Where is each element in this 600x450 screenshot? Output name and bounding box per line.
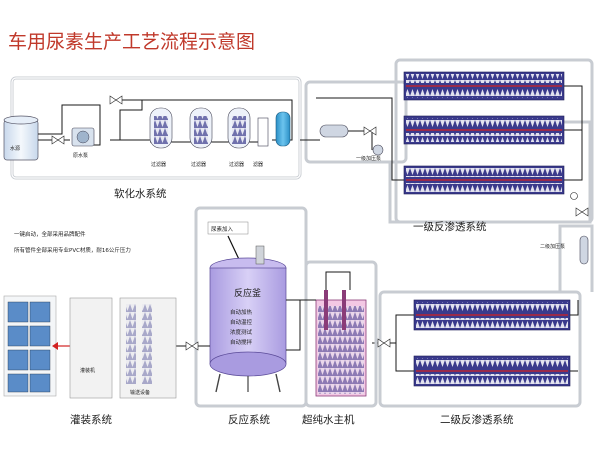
ro1-system-label: 一级反渗透系统 — [413, 220, 487, 233]
softening-system: 水源 原水泵 过滤器 过滤器 — [3, 76, 302, 200]
cartridge-filter: 滤器 — [253, 111, 291, 168]
reactor-vessel: 反应釜 自动加热 自动温控 浓度测试 自动搅拌 — [209, 245, 287, 393]
ro2-pump-label: 二级加压泵 — [540, 243, 565, 250]
ro1-system: 一级加压泵 — [300, 58, 594, 233]
ro2-system-label: 二级反渗透系统 — [440, 413, 514, 426]
product-bottles — [7, 301, 51, 393]
conveyor: 输送设备 — [119, 297, 177, 399]
reactor-item-4: 自动搅拌 — [230, 338, 253, 346]
conveyor-label: 输送设备 — [130, 389, 150, 396]
urea-inlet: 尿素加入 — [207, 221, 250, 284]
ultrapure-system: 超纯水主机 — [302, 260, 378, 426]
ultrapure-tank — [315, 290, 367, 397]
valve-icon — [51, 135, 65, 145]
reactor-item-3: 浓度测试 — [230, 328, 253, 336]
ro1-pump-label: 一级加压泵 — [356, 155, 381, 162]
ro1-outlet-valve — [570, 192, 589, 217]
filter-vessel-1: 过滤器 — [149, 107, 173, 168]
filter-3-label: 过滤器 — [229, 161, 244, 168]
reactor-item-1: 自动加热 — [230, 308, 253, 316]
valve-icon — [185, 341, 199, 351]
notes: 一键启动，全部采用品牌配件 所有管件全部采用专业PVC材质，耐16公斤压力 — [14, 230, 131, 254]
filter-vessel-2: 过滤器 — [189, 107, 213, 168]
softening-system-label: 软化水系统 — [114, 187, 167, 200]
ro1-module-3 — [403, 165, 565, 195]
valve-icon — [377, 338, 391, 348]
raw-water-pump-label: 原水泵 — [73, 152, 88, 159]
ro2-module-1 — [413, 299, 571, 331]
raw-water-tank: 水源 — [3, 115, 39, 161]
filling-machine-label: 灌装机 — [80, 367, 95, 374]
ro2-booster-pump: 二级加压泵 — [540, 235, 589, 265]
valve-icon — [363, 126, 377, 136]
page-title: 车用尿素生产工艺流程示意图 — [8, 31, 255, 53]
filling-system-label: 灌装系统 — [70, 413, 112, 426]
reaction-system: 尿素加入 反应釜 自动加热 自动温控 浓度测试 自动搅拌 反应系统 — [176, 206, 316, 426]
filter-2-label: 过滤器 — [191, 161, 206, 168]
filling-machine: 灌装机 — [69, 297, 113, 399]
urea-inlet-label: 尿素加入 — [211, 225, 234, 233]
filling-system: 灌装机 输送设备 灌装系统 — [3, 295, 177, 426]
ro2-system: 二级加压泵 二级反渗透系统 — [372, 224, 594, 426]
cartridge-filter-label: 滤器 — [253, 161, 263, 168]
raw-water-tank-label: 水源 — [10, 145, 20, 152]
ro2-module-2 — [413, 355, 571, 387]
reaction-system-label: 反应系统 — [228, 413, 270, 426]
ultrapure-system-label: 超纯水主机 — [302, 413, 355, 426]
filter-vessel-3: 过滤器 — [227, 107, 251, 168]
ro1-module-2 — [403, 115, 565, 145]
reactor-item-2: 自动温控 — [230, 318, 253, 326]
note-line-2: 所有管件全部采用专业PVC材质，耐16公斤压力 — [14, 246, 131, 254]
valve-icon — [109, 95, 123, 105]
filter-1-label: 过滤器 — [151, 161, 166, 168]
reactor-name: 反应釜 — [234, 287, 261, 299]
note-line-1: 一键启动，全部采用品牌配件 — [14, 230, 86, 238]
ro1-module-1 — [403, 71, 565, 101]
raw-water-pump: 原水泵 — [71, 127, 95, 159]
